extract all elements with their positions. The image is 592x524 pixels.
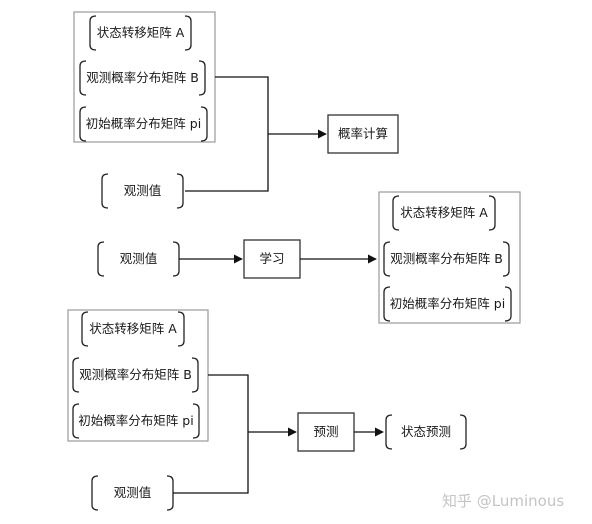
param-node-pi: 初始概率分布矩阵 pi	[72, 403, 200, 439]
watermark: 知乎 @Luminous	[442, 492, 564, 510]
state-prediction-label: 状态预测	[401, 424, 451, 439]
observation-node: 观测值	[101, 173, 184, 209]
param-node-a: 状态转移矩阵 A	[81, 311, 185, 347]
param-node-b: 观测概率分布矩阵 B	[72, 357, 199, 393]
observation-node: 观测值	[97, 241, 180, 277]
param-node-a: 状态转移矩阵 A	[392, 195, 496, 231]
param-label: 状态转移矩阵 A	[400, 205, 488, 220]
param-label: 观测概率分布矩阵 B	[390, 251, 503, 266]
param-label: 初始概率分布矩阵 pi	[390, 296, 505, 311]
learning-label: 学习	[259, 251, 284, 266]
probability-computation-label: 概率计算	[338, 126, 388, 141]
section-prediction: 状态转移矩阵 A 观测概率分布矩阵 B 初始概率分布矩阵 pi 观测值 预测 状…	[67, 309, 467, 511]
probability-computation-box	[327, 114, 399, 154]
section-learning: 观测值 学习 状态转移矩阵 A 观测概率分布矩阵 B 初始概率分布矩阵 pi	[97, 191, 521, 324]
prediction-label: 预测	[313, 424, 338, 439]
model-parameters-group	[378, 191, 521, 324]
param-label: 状态转移矩阵 A	[97, 25, 185, 40]
param-label: 状态转移矩阵 A	[89, 321, 177, 336]
param-label: 观测概率分布矩阵 B	[79, 367, 192, 382]
observation-label: 观测值	[114, 485, 152, 500]
param-label: 初始概率分布矩阵 pi	[78, 413, 193, 428]
observation-label: 观测值	[120, 251, 158, 266]
section-probability-computation: 状态转移矩阵 A 观测概率分布矩阵 B 初始概率分布矩阵 pi 观测值 概率计算	[73, 11, 399, 209]
param-label: 观测概率分布矩阵 B	[86, 70, 199, 85]
observation-label: 观测值	[124, 183, 162, 198]
param-label: 初始概率分布矩阵 pi	[86, 116, 201, 131]
param-node-pi: 初始概率分布矩阵 pi	[383, 286, 512, 322]
param-node-b: 观测概率分布矩阵 B	[383, 241, 510, 277]
state-prediction-node: 状态预测	[385, 414, 467, 450]
param-node-pi: 初始概率分布矩阵 pi	[79, 106, 208, 142]
param-node-b: 观测概率分布矩阵 B	[79, 60, 206, 96]
connector-line	[173, 374, 249, 494]
observation-node: 观测值	[91, 475, 174, 511]
param-node-a: 状态转移矩阵 A	[89, 15, 192, 51]
